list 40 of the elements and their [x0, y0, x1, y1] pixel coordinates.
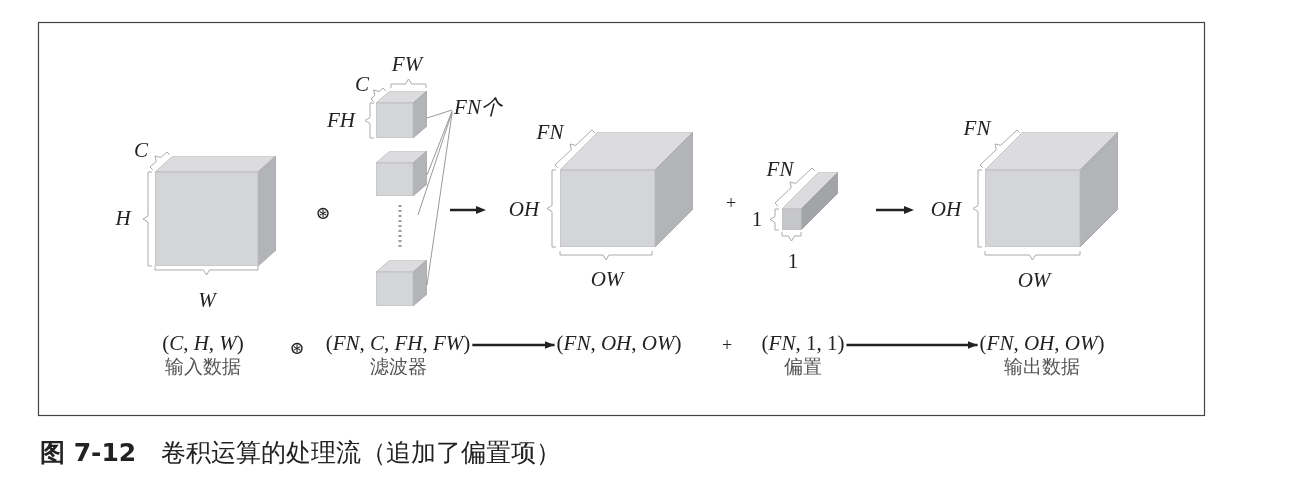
- figure-caption: 图 7-12 卷积运算的处理流（追加了偏置项）: [40, 437, 562, 469]
- cube-drawing: [376, 151, 427, 196]
- leader-line: [426, 112, 453, 286]
- annotation-text: FN个: [454, 93, 502, 121]
- arrow: [472, 341, 555, 349]
- dimension-label: OH: [930, 196, 962, 222]
- formula-text: (C, H, W): [162, 331, 244, 355]
- dimension-label: W: [198, 287, 216, 313]
- formula-text: (FN, OH, OW): [979, 331, 1105, 355]
- cube-drawing: [376, 260, 427, 306]
- caption-text: 输入数据: [165, 355, 241, 379]
- caption-text: 滤波器: [369, 355, 427, 379]
- dimension-label: OW: [1017, 267, 1051, 293]
- dimension-label: OH: [508, 196, 540, 222]
- cube-drawing: [155, 156, 276, 266]
- operator-symbol: +: [725, 192, 737, 214]
- dimension-label: C: [134, 137, 148, 163]
- operator-symbol: +: [721, 334, 733, 356]
- formula-text: (FN, C, FH, FW): [325, 331, 471, 355]
- dimension-label: OW: [590, 266, 624, 292]
- cube-drawing: [376, 91, 427, 138]
- operator-symbol: ⊛: [315, 202, 331, 224]
- dimension-label: H: [115, 205, 131, 231]
- dimension-label: C: [355, 71, 369, 97]
- caption-text: 偏置: [784, 355, 822, 379]
- formula-text: (FN, OH, OW): [556, 331, 682, 355]
- dimension-label: 1: [787, 248, 799, 274]
- operator-symbol: ⊛: [289, 337, 305, 359]
- leader-line: [426, 110, 453, 176]
- dimension-label: 1: [751, 206, 763, 232]
- leader-line: [426, 109, 453, 119]
- dimension-label: FN: [536, 119, 564, 145]
- arrow: [846, 341, 978, 349]
- dimension-label: FN: [766, 156, 794, 182]
- caption-text: 输出数据: [1004, 355, 1080, 379]
- dimension-label: FN: [963, 115, 991, 141]
- leader-line: [417, 111, 453, 216]
- dimension-label: FW: [391, 51, 423, 77]
- dimension-label: FH: [327, 107, 355, 133]
- formula-text: (FN, 1, 1): [761, 331, 845, 355]
